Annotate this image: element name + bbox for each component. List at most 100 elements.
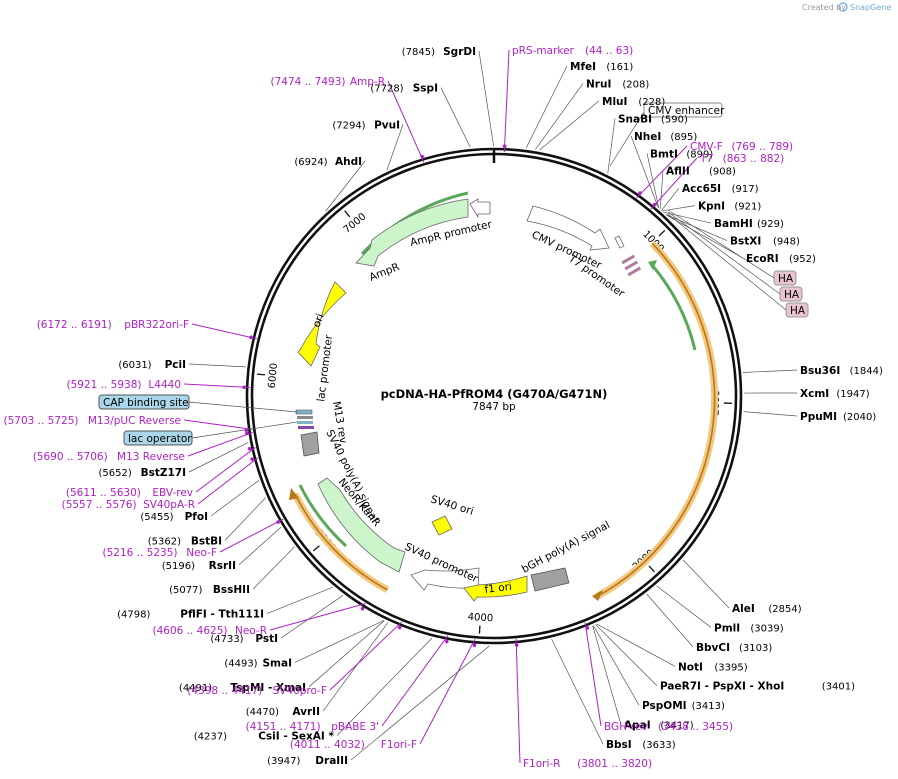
primer-binding-mark: [249, 335, 253, 340]
m13-rev-shape: [298, 426, 314, 429]
site-label-psti: PstI(4733): [210, 633, 278, 645]
primer-leader: [650, 157, 698, 210]
primer-binding-mark: [244, 428, 249, 432]
f1-ori-arrow: [463, 575, 528, 602]
site-leader: [551, 639, 604, 745]
ori-label: ori: [311, 312, 327, 329]
primer-label-amp-r: Amp-R(7474 .. 7493): [271, 76, 386, 88]
primer-range: (5216 .. 5235): [103, 547, 178, 559]
site-leader: [595, 624, 658, 686]
site-label-pfoi: PfoI(5455): [140, 511, 208, 523]
site-label-bstz17i: BstZ17I(5652): [99, 467, 186, 479]
site-position: (6924): [294, 157, 327, 168]
primer-binding-mark: [420, 154, 424, 159]
sv40-polya-shape: [300, 431, 320, 457]
site-leader: [322, 622, 389, 712]
site-label-ppumi: PpuMI(2040): [800, 411, 876, 423]
tick-label: 7000: [342, 211, 369, 236]
site-label-kpni: KpnI(921): [698, 201, 761, 213]
site-label-smai: SmaI(4493): [224, 657, 292, 669]
primer-binding-mark: [250, 457, 254, 462]
primer-label-f1ori-f: F1ori-F (4011 .. 4032): [290, 739, 417, 751]
site-name: BstXI: [730, 236, 761, 248]
plasmid-name: pcDNA-HA-PfROM4 (G470A/G471N): [381, 387, 608, 401]
primer-name: M13/pUC Reverse: [88, 415, 181, 427]
site-leader: [535, 83, 584, 150]
site-name: BamHI: [714, 218, 753, 230]
site-name: Bsu36I: [800, 365, 840, 377]
site-position: (4798): [117, 610, 150, 621]
t7-promoter-arrow: [614, 235, 625, 249]
site-leader: [224, 497, 266, 541]
site-label-bsshii: BssHII(5077): [169, 584, 250, 596]
site-name: PspOMI: [642, 700, 687, 712]
site-position: (917): [732, 184, 759, 195]
primer-label-f1ori-r: F1ori-R(3801 .. 3820): [523, 758, 652, 770]
sv40-ori-label: SV40 ori: [429, 493, 475, 517]
site-name: PfoI: [185, 511, 208, 523]
f1-ori-label: f1 ori: [484, 581, 513, 596]
site-name: PvuI: [374, 119, 400, 131]
feature-shapes: [295, 198, 642, 602]
primer-range: (4398 .. 4417): [187, 685, 262, 697]
site-leader: [336, 637, 433, 736]
primer-binding-mark: [360, 606, 365, 611]
site-name: PmlI: [714, 622, 740, 634]
primer-binding-mark: [638, 191, 642, 195]
tick-label: 6000: [267, 362, 280, 388]
site-name: PflFI - Tth111I: [180, 609, 264, 621]
backbone-outer-strand: [245, 147, 743, 645]
site-label-ecori: EcoRI(952): [746, 253, 816, 265]
cds-arc-neor: [298, 484, 348, 548]
site-label-apai: ApaI(3417): [624, 720, 694, 732]
site-position: (3395): [714, 662, 747, 673]
tick-mark: [256, 373, 266, 376]
ampr-cds-arrow: [355, 198, 469, 267]
primer-name: F1ori-F: [381, 739, 417, 751]
primer-name: CMV-F: [690, 141, 723, 153]
tick-mark: [312, 545, 320, 552]
site-label-avrii: AvrII(4470): [246, 706, 320, 718]
orf-arrowhead-neor: [289, 488, 299, 500]
primer-range: (3438 .. 3455): [658, 721, 733, 733]
site-name: KpnI: [698, 201, 725, 213]
site-position: (7294): [332, 120, 365, 131]
site-position: (4470): [246, 707, 279, 718]
primer-range: (4606 .. 4625): [153, 625, 228, 637]
primer-leader: [503, 49, 510, 153]
site-leader: [238, 526, 282, 566]
bgh-polya-shape: [530, 567, 570, 592]
primer-binding-mark: [472, 643, 477, 648]
primer-name: Neo-F: [186, 547, 217, 559]
site-label-sgrdi: SgrDI(7845): [402, 46, 476, 58]
site-position: (3413): [692, 701, 725, 712]
primer-range: (4011 .. 4032): [290, 739, 365, 751]
boxed-features: CMV enhancer HA HA HA CAP binding site l…: [98, 102, 809, 446]
site-label-draiii: DraIII(3947): [267, 755, 348, 767]
primer-binding-mark: [652, 202, 657, 207]
site-leader: [659, 170, 664, 210]
site-position: (895): [670, 132, 697, 143]
site-name: BbvCI: [696, 642, 730, 654]
site-leader: [592, 625, 622, 725]
site-leader: [386, 124, 404, 171]
lac-promoter-label: lac promoter: [315, 334, 335, 403]
primer-name: T7: [699, 153, 713, 165]
primer-leader: [269, 603, 366, 631]
cds-arc-ha-pfrom4: [650, 264, 697, 351]
site-name: MluI: [602, 96, 627, 108]
primer-binding-mark: [397, 625, 402, 630]
site-leader: [742, 369, 798, 373]
primer-name: F1ori-R: [523, 758, 560, 770]
site-leader: [663, 211, 712, 224]
site-leader: [210, 480, 259, 517]
site-position: (6031): [118, 360, 151, 371]
primer-leader-lines: [183, 49, 698, 764]
site-label-nhei: NheI(895): [634, 131, 697, 143]
ha-box-2: HA: [779, 286, 803, 302]
primer-binding-mark: [247, 446, 252, 451]
site-position: (5196): [162, 561, 195, 572]
primer-range: (5611 .. 5630): [66, 487, 141, 499]
site-label-bstxi: BstXI(948): [730, 236, 800, 248]
cds-arrowhead-1: [648, 260, 657, 270]
